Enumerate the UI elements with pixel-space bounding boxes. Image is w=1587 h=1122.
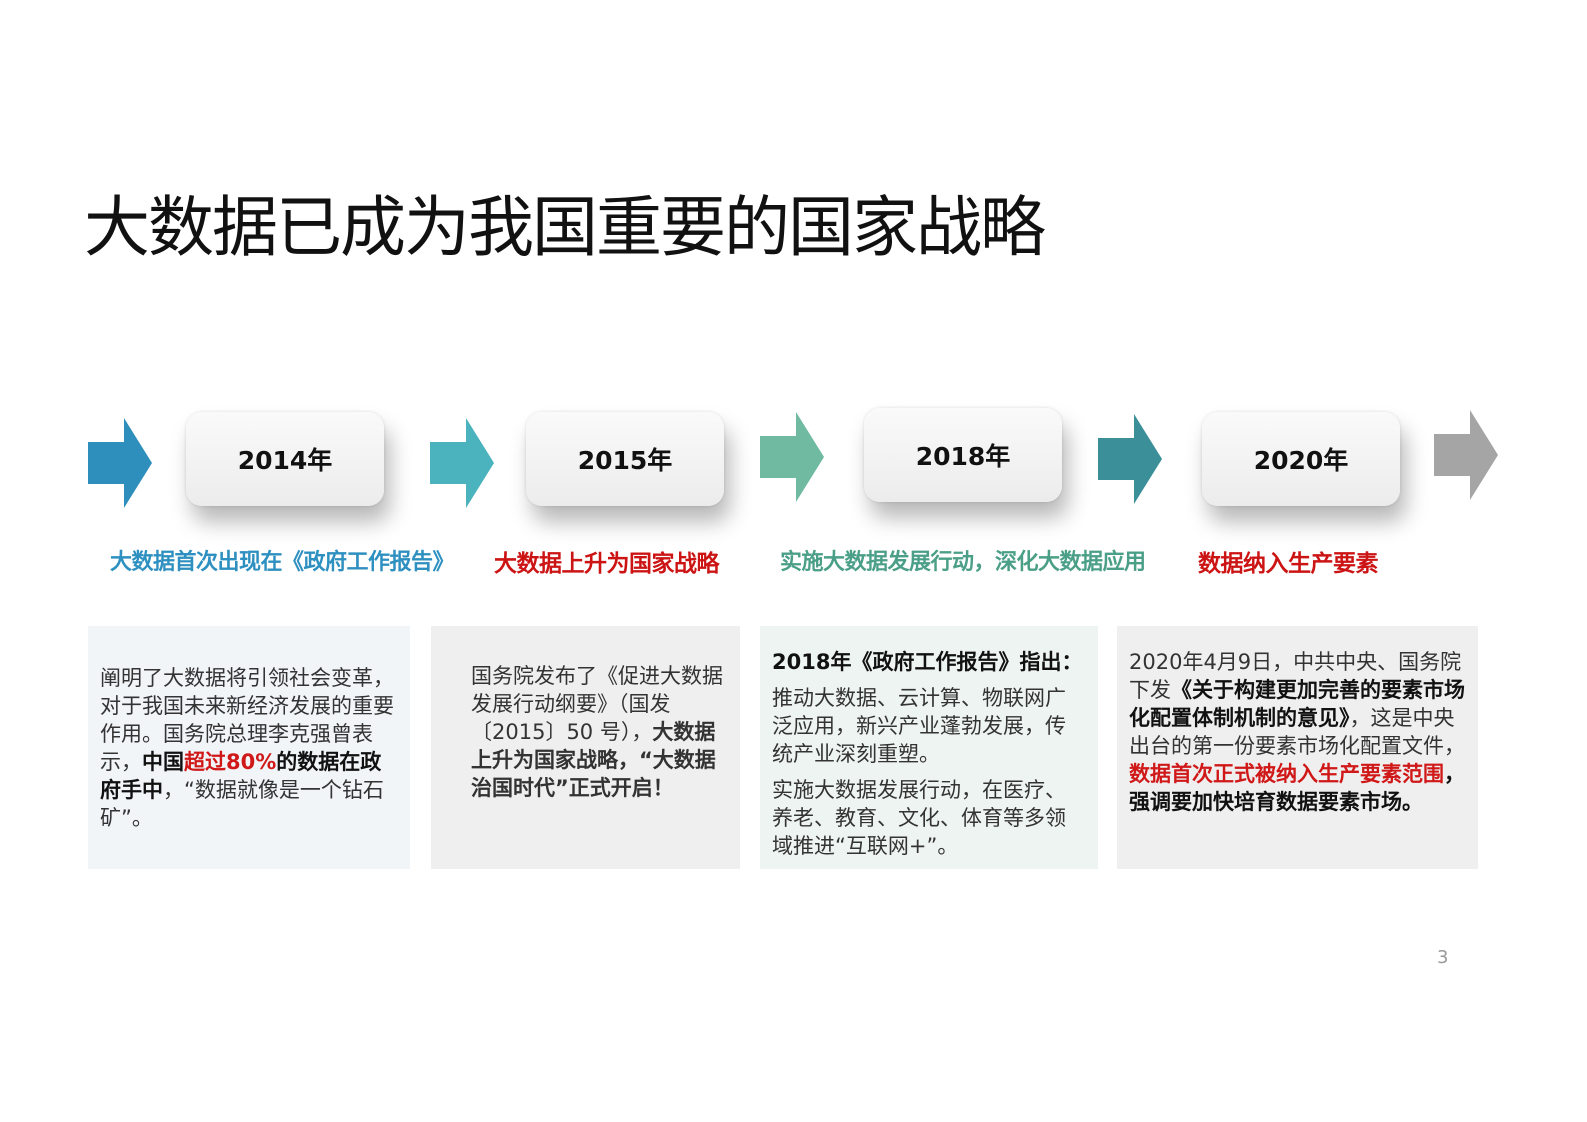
milestone-subtitle: 大数据上升为国家战略 [494, 551, 720, 577]
card-text: ，这是中央出台的第一份要素市场化配置文件， [1129, 706, 1465, 758]
year-box-2020: 2020年 [1202, 412, 1400, 506]
card-highlight-text: 超过80% [184, 750, 277, 774]
card-heading: 2018年《政府工作报告》指出： [772, 650, 1083, 674]
page-number: 3 [1437, 947, 1449, 968]
year-label: 2018年 [915, 442, 1011, 471]
arrow-right-icon [430, 418, 494, 508]
card-highlight-text: 数据首次正式被纳入生产要素范围 [1129, 762, 1444, 786]
milestone-subtitle: 数据纳入生产要素 [1198, 551, 1379, 577]
arrow-right-icon [88, 418, 152, 508]
card-text: ，“数据就像是一个钻石矿”。 [100, 778, 384, 830]
card-text: 2020年4月9日，中共中央、国务院下发 [1129, 650, 1462, 702]
milestone-subtitle: 实施大数据发展行动，深化大数据应用 [780, 550, 1146, 575]
arrow-right-icon [1434, 410, 1498, 500]
year-box-2014: 2014年 [186, 412, 384, 506]
description-card-2015: 国务院发布了《促进大数据发展行动纲要》（国发〔2015〕50 号），大数据上升为… [431, 626, 740, 869]
card-bold-text: 的数据在政府手中 [100, 750, 382, 802]
card-text: 国务院发布了《促进大数据发展行动纲要》（国发〔2015〕50 号）， [471, 664, 723, 744]
card-bold-text: 《关于构建更加完善的要素市场化配置体制机制的意见》 [1129, 678, 1465, 730]
card-bold-text: 大数据上升为国家战略，“大数据治国时代”正式开启！ [471, 720, 716, 800]
page-title: 大数据已成为我国重要的国家战略 [84, 189, 1046, 266]
milestone-subtitle: 大数据首次出现在《政府工作报告》 [110, 550, 455, 575]
arrow-right-icon [1098, 414, 1162, 504]
year-label: 2014年 [237, 446, 333, 475]
arrow-right-icon [760, 412, 824, 502]
card-paragraph: 推动大数据、云计算、物联网广泛应用，新兴产业蓬勃发展，传统产业深刻重塑。 [772, 686, 1066, 766]
description-card-2020: 2020年4月9日，中共中央、国务院下发《关于构建更加完善的要素市场化配置体制机… [1117, 626, 1478, 869]
year-box-2018: 2018年 [864, 408, 1062, 502]
description-card-2018: 2018年《政府工作报告》指出： 推动大数据、云计算、物联网广泛应用，新兴产业蓬… [760, 626, 1098, 869]
year-label: 2020年 [1253, 446, 1349, 475]
description-card-2014: 阐明了大数据将引领社会变革，对于我国未来新经济发展的重要作用。国务院总理李克强曾… [88, 626, 410, 869]
year-label: 2015年 [577, 446, 673, 475]
card-bold-text: ，强调要加快培育数据要素市场。 [1129, 762, 1465, 814]
card-text: 阐明了大数据将引领社会变革，对于我国未来新经济发展的重要作用。国务院总理李克强曾… [100, 666, 394, 774]
year-box-2015: 2015年 [526, 412, 724, 506]
card-paragraph: 实施大数据发展行动，在医疗、养老、教育、文化、体育等多领域推进“互联网+”。 [772, 778, 1066, 858]
card-bold-text: 中国 [142, 750, 184, 774]
